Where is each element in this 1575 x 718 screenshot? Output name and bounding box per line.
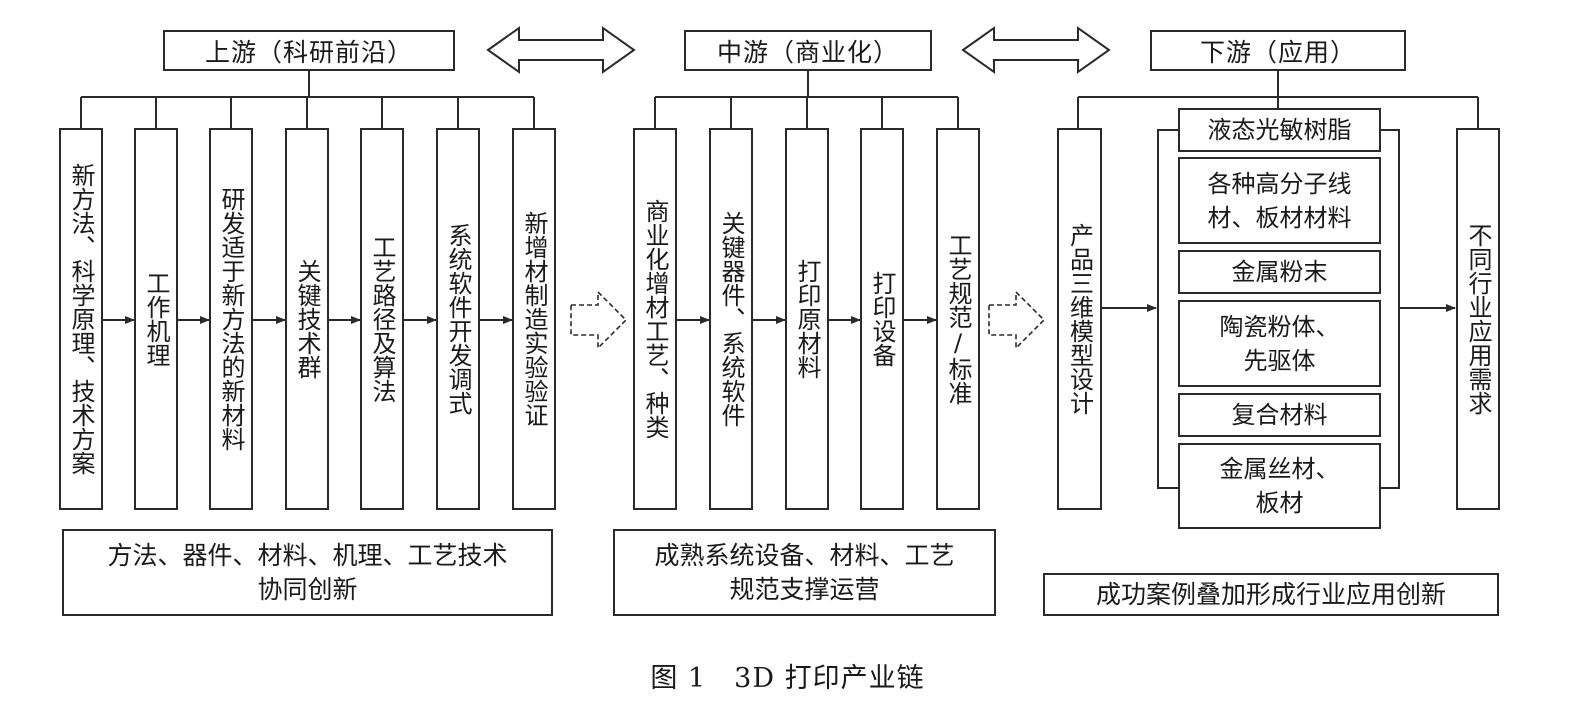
material-ceramic-powder: 陶瓷粉体、 先驱体: [1178, 300, 1381, 387]
upstream-title: 上游（科研前沿）: [163, 30, 455, 71]
material-photosensitive-resin: 液态光敏树脂: [1178, 108, 1381, 152]
midstream-item-raw-materials: 打印原材料: [785, 128, 829, 510]
double-arrow-right: [961, 26, 1111, 74]
upstream-item-key-technologies: 关键技术群: [285, 128, 329, 510]
upstream-item-working-mechanism: 工作机理: [134, 128, 178, 510]
midstream-bracket: [654, 70, 959, 128]
upstream-bracket: [80, 70, 535, 128]
upstream-item-new-methods: 新方法、科学原理、技术方案: [59, 128, 103, 510]
upstream-item-experiment-validation: 新增材制造实验验证: [512, 128, 556, 510]
downstream-title: 下游（应用）: [1150, 30, 1406, 71]
downstream-summary: 成功案例叠加形成行业应用创新: [1043, 573, 1499, 616]
figure-caption: 图 1 3D 打印产业链: [650, 663, 925, 694]
upstream-item-new-materials: 研发适于新方法的新材料: [209, 128, 253, 510]
upstream-item-process-algorithm: 工艺路径及算法: [360, 128, 404, 510]
midstream-item-process-standard: 工艺规范/标准: [936, 128, 980, 510]
midstream-item-commercial-process: 商业化增材工艺、种类: [633, 128, 677, 510]
midstream-item-key-devices: 关键器件、系统软件: [709, 128, 753, 510]
upstream-summary: 方法、器件、材料、机理、工艺技术 协同创新: [62, 529, 553, 616]
dashed-arrow-up-to-mid: [570, 290, 628, 350]
double-arrow-left: [486, 26, 636, 74]
downstream-industry-application: 不同行业应用需求: [1456, 128, 1500, 510]
downstream-model-design: 产品三维模型设计: [1057, 128, 1102, 510]
upstream-item-software-debug: 系统软件开发调式: [436, 128, 480, 510]
downstream-bracket: [1077, 70, 1479, 128]
midstream-summary: 成熟系统设备、材料、工艺 规范支撑运营: [613, 529, 996, 616]
material-metal-wire-sheet: 金属丝材、 板材: [1178, 443, 1381, 529]
material-metal-powder: 金属粉末: [1178, 250, 1381, 294]
material-polymer-wire-sheet: 各种高分子线 材、板材材料: [1178, 157, 1381, 244]
midstream-title: 中游（商业化）: [684, 30, 932, 71]
dashed-arrow-mid-to-down: [988, 290, 1046, 350]
midstream-item-printing-equipment: 打印设备: [860, 128, 904, 510]
material-composite: 复合材料: [1178, 393, 1381, 437]
